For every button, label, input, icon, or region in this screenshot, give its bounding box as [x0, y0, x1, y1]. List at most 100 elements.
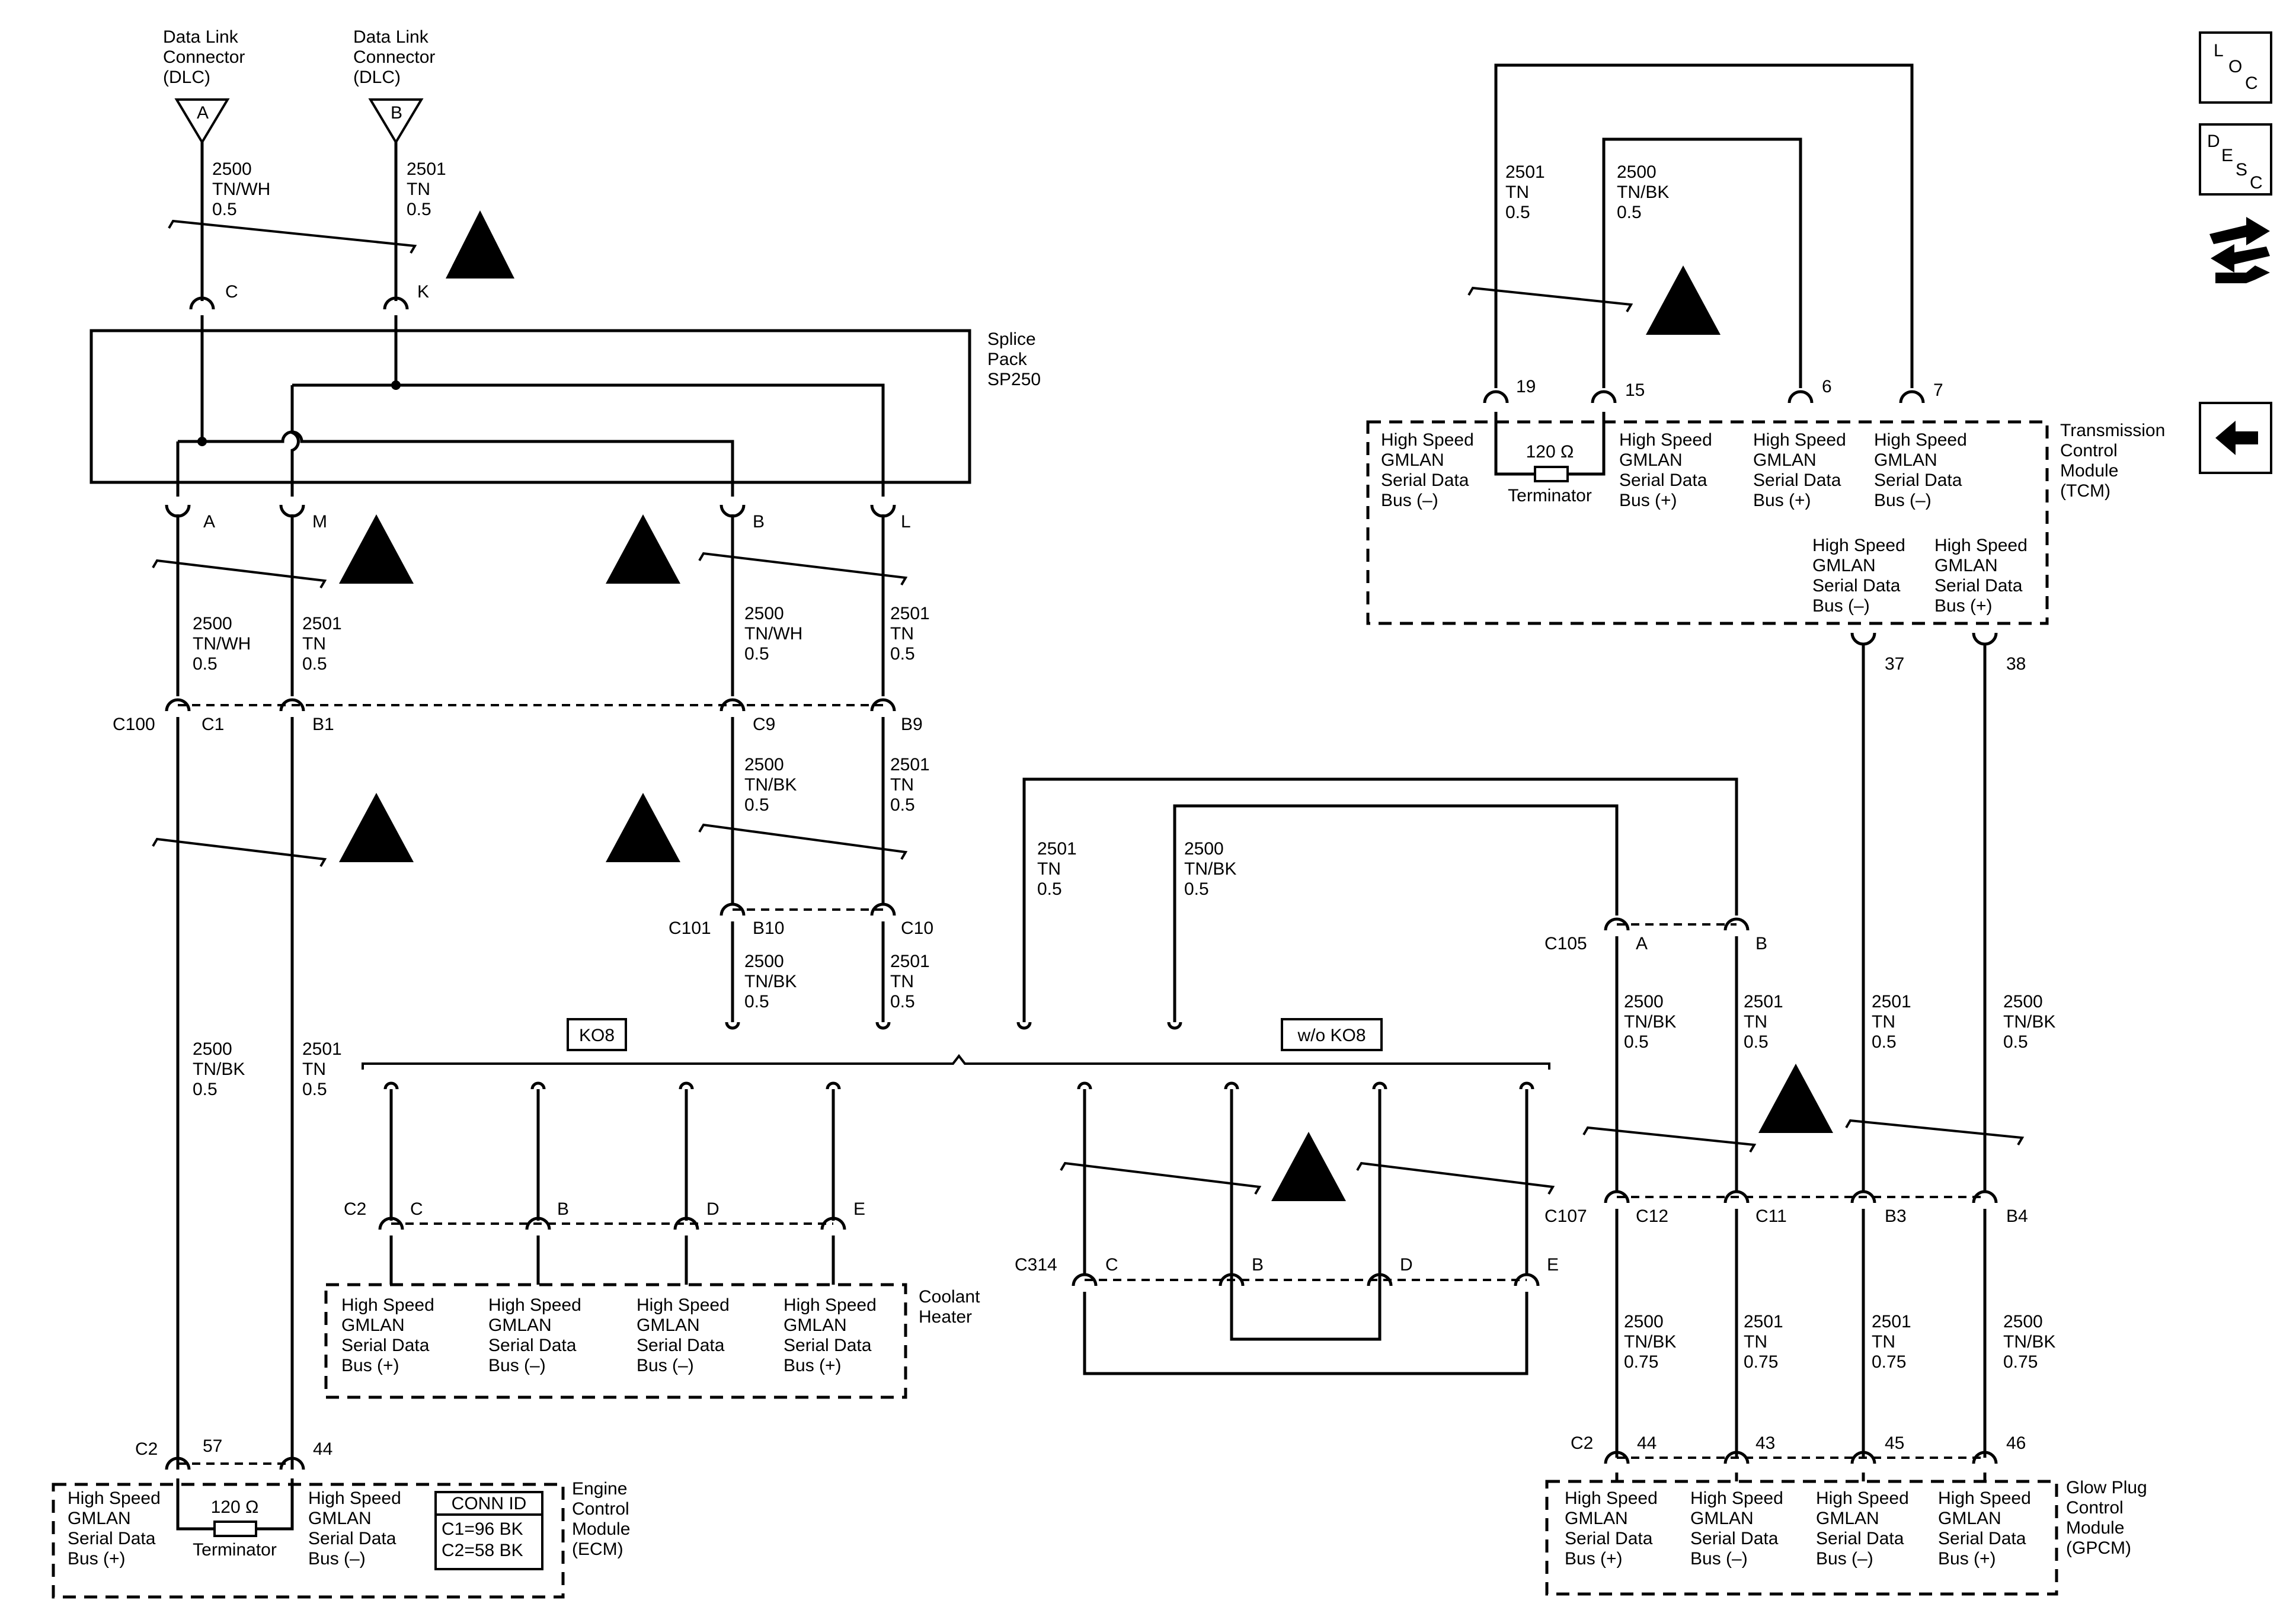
connector-symbol: [870, 902, 896, 916]
dlc-pin-a-label: A: [197, 103, 209, 123]
gpcm-title-line2: Control: [2066, 1498, 2124, 1518]
wire-label-tnbk: TN/BK: [1624, 1012, 1676, 1032]
ecm-conn-id-box: [434, 1491, 543, 1570]
gpcm-title-line4: (GPCM): [2066, 1538, 2131, 1558]
tcm-bus-top-1: High Speed GMLAN Serial Data Bus (–): [1381, 430, 1474, 510]
wire-label-tn: TN: [1744, 1332, 1767, 1352]
splice-bus-k: [292, 383, 885, 497]
bus-label: Bus (+): [784, 1356, 842, 1375]
wire-label-gauge: 0.5: [890, 992, 915, 1012]
wire-label-tn: TN: [302, 634, 326, 654]
connector-tool-icon[interactable]: [2209, 217, 2270, 283]
coolant-bus-3: High Speed GMLAN Serial Data Bus (–): [637, 1295, 730, 1375]
tcm-title-line2: Control: [2060, 441, 2118, 460]
bus-label: Bus (–): [1381, 491, 1438, 510]
wire-2501-crossover: [1022, 777, 1738, 1022]
wo-ko8-label: w/o KO8: [1297, 1026, 1366, 1045]
jumper-outer-loop: [1083, 1292, 1528, 1375]
conn-c: C: [410, 1199, 423, 1219]
twisted-pair-mark: [152, 837, 327, 868]
conn-a: A: [1636, 934, 1648, 953]
bus-label: Bus (+): [68, 1549, 126, 1569]
desc-icon[interactable]: D E S C: [2199, 123, 2272, 196]
wire-label-gauge: 0.5: [1617, 203, 1642, 222]
wire-label-2500: 2500: [744, 755, 784, 774]
wire-label-gauge: 0.75: [2003, 1352, 2038, 1372]
splice-pin-b: B: [753, 512, 765, 532]
connector-symbol: [525, 1217, 551, 1230]
bus-label: GMLAN: [1938, 1509, 2001, 1528]
wire-label-gauge: 0.5: [1184, 879, 1209, 899]
conn-e: E: [853, 1199, 865, 1219]
bus-label: Serial Data: [1874, 470, 1962, 490]
ecm-terminator-loop: [176, 1478, 294, 1531]
wire-label-2501: 2501: [1037, 839, 1077, 859]
tcm-loop-2500: [1602, 137, 1802, 388]
wire-break-symbol: [875, 1022, 891, 1030]
wire-label-tnbk: TN/BK: [1624, 1332, 1676, 1352]
bus-label: High Speed: [637, 1295, 730, 1315]
connector-symbol: [279, 698, 305, 712]
wire-label-2501: 2501: [302, 614, 342, 633]
gpcm-pin-43: 43: [1755, 1433, 1775, 1453]
bus-label: Bus (+): [1753, 491, 1811, 510]
connector-symbol: [1899, 390, 1925, 404]
gpcm-title-line3: Module: [2066, 1518, 2124, 1538]
wire-label-tnbk: TN/BK: [744, 972, 797, 991]
conn-c2: C2: [1571, 1433, 1593, 1453]
bus-label: High Speed: [1619, 430, 1712, 450]
conn-c101: C101: [669, 918, 711, 938]
connector-symbol: [820, 1217, 846, 1230]
conn-c10: C10: [901, 918, 933, 938]
tcm-terminator-value: 120 Ω: [1526, 442, 1574, 462]
wire-label-tn: TN: [1744, 1012, 1767, 1032]
bus-label: High Speed: [1812, 536, 1905, 555]
svg-text:!: !: [636, 536, 650, 583]
tcm-pin-19: 19: [1516, 377, 1536, 396]
splice-pin-a: A: [203, 512, 215, 532]
conn-c2: C2: [344, 1199, 366, 1219]
desc-letter: C: [2250, 173, 2263, 193]
connector-symbol: [378, 1217, 404, 1230]
conn-c105: C105: [1544, 934, 1587, 953]
bus-label: High Speed: [1753, 430, 1846, 450]
conn-id-header: CONN ID: [452, 1494, 527, 1513]
connector-symbol: [1723, 1190, 1750, 1204]
wire-label-tnbk: TN/BK: [1184, 859, 1236, 879]
twisted-pair-mark: [698, 552, 908, 586]
ecm-box: [52, 1483, 565, 1599]
wire-break-symbol: [725, 1022, 740, 1030]
svg-text:!: !: [369, 536, 383, 583]
bus-label: GMLAN: [1565, 1509, 1628, 1528]
c314-jumper: ! C314 C B D E: [1015, 1081, 1559, 1375]
back-arrow-icon[interactable]: [2199, 402, 2272, 474]
connector-c-symbol: [189, 296, 215, 310]
dlc-title-line2: Connector: [163, 47, 245, 67]
conn-b9: B9: [901, 715, 923, 734]
wire-label-gauge: 0.5: [212, 200, 237, 219]
dlc-title-line1: Data Link: [163, 27, 239, 47]
tcm-pin-6: 6: [1822, 377, 1832, 396]
connector-symbol: [1604, 1451, 1630, 1464]
ecm-title-line1: Engine: [572, 1479, 627, 1499]
bus-label: High Speed: [1690, 1489, 1783, 1508]
conn-b1: B1: [312, 715, 334, 734]
bus-label: GMLAN: [1934, 556, 1998, 575]
connector-symbol: [720, 902, 746, 916]
loc-icon[interactable]: L O C: [2199, 31, 2272, 104]
gpcm: C2 44 43 45 46 High Speed GMLAN Serial D…: [1545, 1433, 2147, 1596]
dlc-pin-b-triangle: [368, 98, 424, 145]
connector-symbol: [1723, 917, 1750, 931]
bus-label: Bus (–): [1690, 1549, 1748, 1569]
dlc-section: Data Link Connector (DLC) Data Link Conn…: [163, 27, 514, 310]
connector-symbol: [1219, 1273, 1245, 1286]
svg-text:!: !: [636, 814, 650, 862]
tcm-terminator-resistor: [1534, 466, 1569, 482]
coolant-wires: [383, 1081, 841, 1221]
dlc-pin-b-label: B: [391, 103, 402, 123]
gpcm-box: [1545, 1480, 2058, 1596]
wire-label-tnbk: TN/BK: [2003, 1332, 2055, 1352]
gpcm-bus-3: High Speed GMLAN Serial Data Bus (–): [1816, 1489, 1909, 1569]
wire-label-tn: TN: [1037, 859, 1061, 879]
coolant-heater: C2 C B D E Coolant Heater High Speed GML…: [324, 1081, 980, 1399]
